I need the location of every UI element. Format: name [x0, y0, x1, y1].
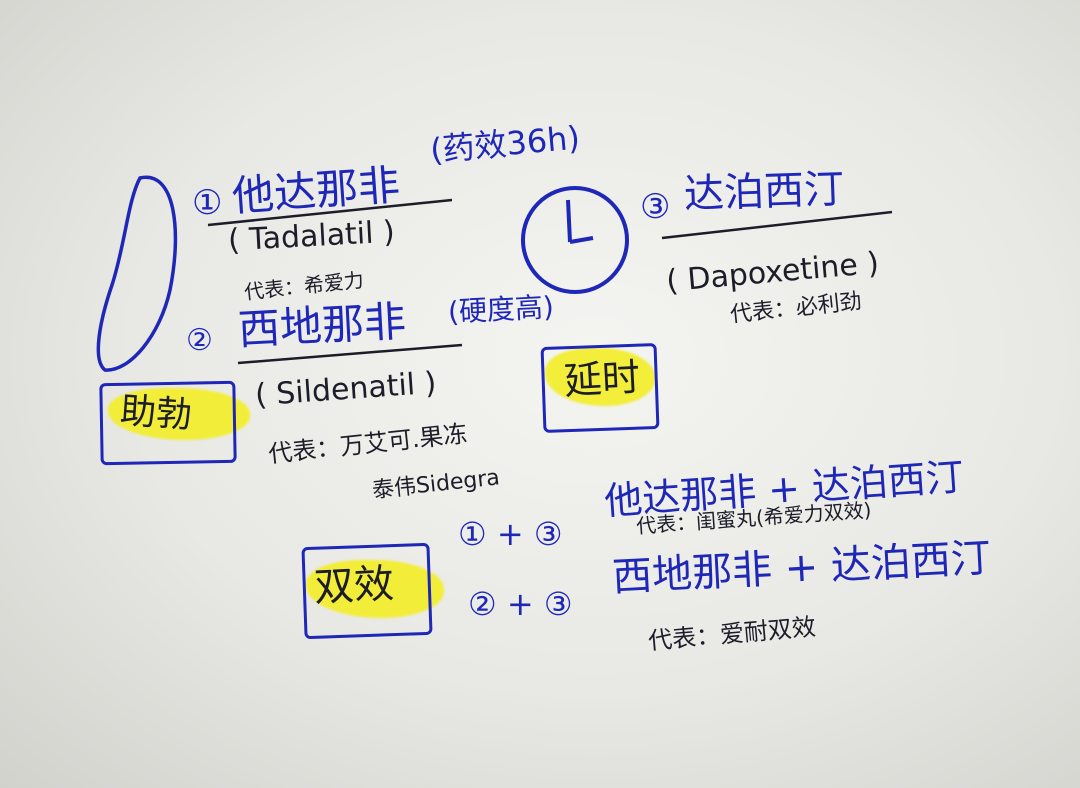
- drug1-english: ( Tadalatil ): [227, 214, 396, 259]
- drug2-marker: ②: [186, 323, 213, 358]
- drug2-note: (硬度高): [447, 290, 555, 329]
- drug2-name: 西地那非: [236, 296, 408, 355]
- drug3-name: 达泊西汀: [683, 166, 845, 218]
- drug1-name: 他达那非: [230, 160, 402, 221]
- drug1-marker: ①: [192, 183, 223, 223]
- combo2-formula: ② + ③: [468, 585, 573, 623]
- label-boost: 助勃: [118, 390, 194, 437]
- combo1-formula: ① + ③: [458, 515, 563, 553]
- label-dual: 双效: [312, 560, 396, 612]
- highlight-delay: [545, 348, 655, 406]
- drug3-marker: ③: [640, 187, 671, 227]
- clock-drawing: [521, 186, 629, 294]
- underline-drug2: [237, 343, 463, 365]
- highlight-dual: [306, 560, 444, 618]
- banana-drawing: [96, 175, 178, 372]
- highlight-boost: [108, 388, 250, 440]
- underline-drug3: [661, 210, 893, 240]
- underline-drug1: [207, 198, 453, 227]
- label-delay: 延时: [562, 355, 642, 403]
